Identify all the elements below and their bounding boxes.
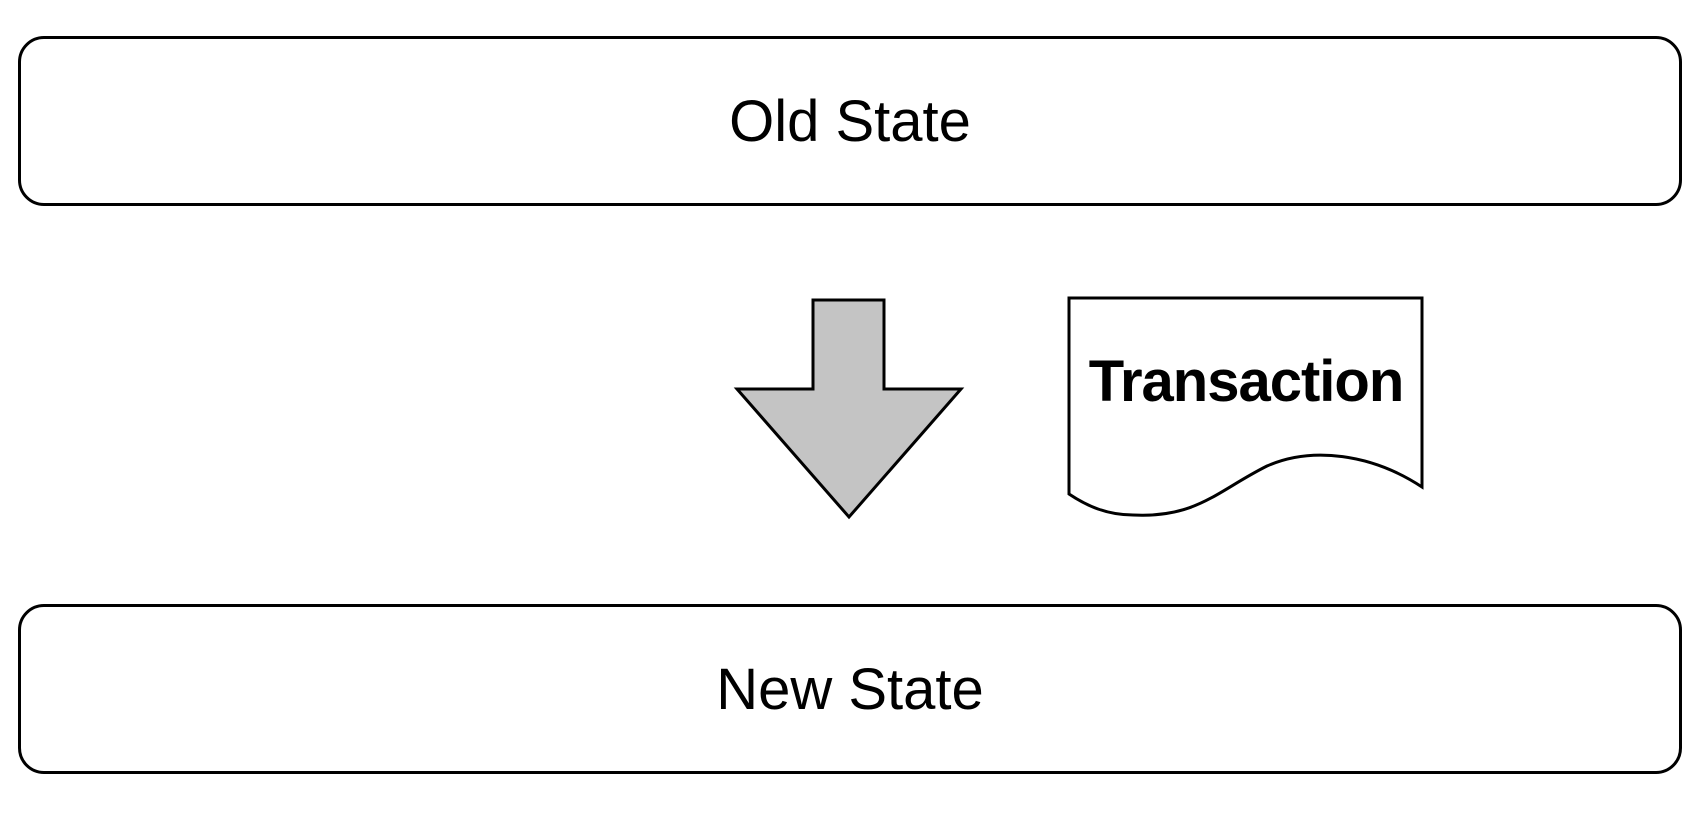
old-state-box: Old State (18, 36, 1682, 206)
old-state-label: Old State (729, 88, 971, 154)
new-state-label: New State (716, 656, 984, 722)
arrow-down-shape (733, 298, 965, 520)
document-shape (1067, 296, 1424, 517)
transaction-document: Transaction (1067, 296, 1425, 520)
transaction-label: Transaction (1088, 349, 1405, 414)
new-state-box: New State (18, 604, 1682, 774)
arrow-down-icon (733, 298, 965, 520)
document-icon (1067, 296, 1424, 517)
